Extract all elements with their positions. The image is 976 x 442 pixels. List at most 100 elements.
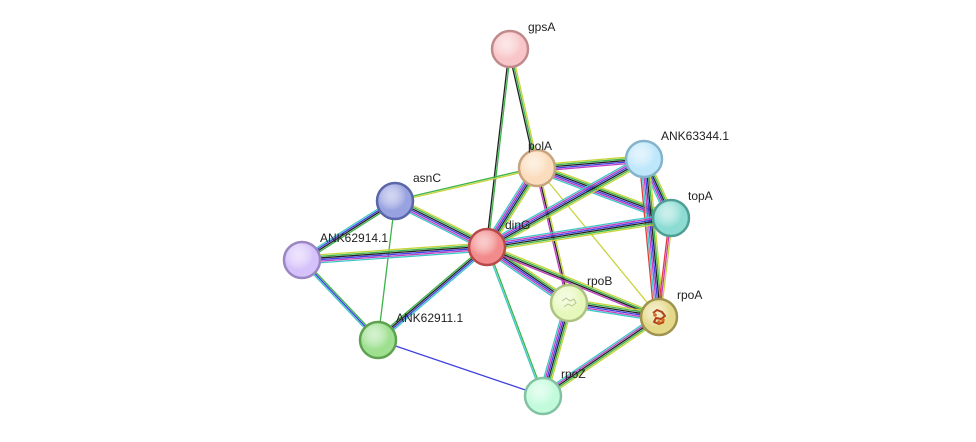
protein-structure-icon bbox=[561, 297, 577, 308]
node-topa[interactable] bbox=[651, 198, 691, 238]
edge-evidence-line bbox=[486, 213, 671, 244]
edge-pola-rpoa[interactable] bbox=[536, 167, 660, 318]
node-label-rpob: rpoB bbox=[587, 274, 612, 288]
edge-evidence-line bbox=[394, 166, 537, 201]
edge-evidence-line bbox=[485, 48, 510, 247]
edge-evidence-line bbox=[486, 214, 671, 246]
edge-ding-rpoz[interactable] bbox=[485, 246, 545, 397]
edge-evidence-line bbox=[302, 250, 488, 265]
edge-evidence-line bbox=[646, 158, 663, 317]
node-ring bbox=[282, 240, 322, 280]
edge-evidence-line bbox=[487, 244, 661, 316]
node-rpoa[interactable] bbox=[639, 297, 679, 337]
edge-evidence-line bbox=[487, 246, 545, 396]
edge-layer bbox=[300, 48, 676, 400]
node-label-gpsa: gpsA bbox=[528, 20, 555, 34]
edge-rpoa-rpoz[interactable] bbox=[540, 313, 662, 400]
edge-evidence-line bbox=[536, 167, 660, 318]
node-pola[interactable] bbox=[517, 148, 557, 188]
node-label-ank62911-1: ANK62911.1 bbox=[396, 311, 463, 325]
node-ring bbox=[639, 297, 679, 337]
node-asnc[interactable] bbox=[375, 181, 415, 221]
edge-evidence-line bbox=[541, 315, 659, 396]
edge-evidence-line bbox=[544, 319, 662, 400]
edge-ank62911-1-ding[interactable] bbox=[376, 244, 489, 343]
node-ring bbox=[490, 29, 530, 69]
edge-evidence-line bbox=[543, 317, 661, 398]
edge-evidence-line bbox=[485, 247, 543, 397]
edge-evidence-line bbox=[484, 154, 643, 245]
edge-ank62914-1-ding[interactable] bbox=[301, 242, 488, 265]
edge-evidence-line bbox=[540, 313, 658, 394]
edge-evidence-line bbox=[644, 158, 662, 317]
edge-evidence-line bbox=[510, 48, 540, 168]
edge-evidence-line bbox=[379, 248, 489, 343]
node-layer bbox=[282, 29, 691, 416]
edge-evidence-line bbox=[487, 160, 646, 250]
edge-evidence-line bbox=[509, 48, 538, 169]
node-label-rpoz: rpoZ bbox=[561, 367, 586, 381]
edge-evidence-line bbox=[485, 156, 644, 246]
edge-evidence-line bbox=[301, 245, 487, 260]
node-ring bbox=[517, 148, 557, 188]
protein-structure-icon bbox=[652, 309, 666, 325]
node-ank62914-1[interactable] bbox=[282, 240, 322, 280]
edge-evidence-line bbox=[377, 245, 487, 340]
edge-evidence-line bbox=[486, 247, 659, 319]
edge-evidence-line bbox=[302, 247, 488, 262]
node-label-ank63344-1: ANK63344.1 bbox=[661, 129, 729, 143]
edge-evidence-line bbox=[641, 159, 659, 318]
edge-evidence-line bbox=[377, 200, 396, 341]
node-ank63344-1[interactable] bbox=[624, 139, 664, 179]
edge-evidence-line bbox=[488, 161, 647, 252]
edge-asnc-ank62911-1[interactable] bbox=[377, 200, 396, 341]
edge-pola-asnc[interactable] bbox=[394, 166, 538, 203]
node-ring bbox=[624, 139, 664, 179]
edge-evidence-line bbox=[487, 49, 512, 248]
edge-evidence-line bbox=[638, 159, 655, 318]
node-ring bbox=[523, 376, 563, 416]
edge-evidence-line bbox=[301, 242, 487, 257]
edge-evidence-line bbox=[487, 218, 672, 249]
node-ring bbox=[651, 198, 691, 238]
edge-evidence-line bbox=[487, 219, 672, 251]
edge-evidence-line bbox=[377, 339, 544, 397]
node-label-ank62914-1: ANK62914.1 bbox=[320, 231, 388, 245]
edge-evidence-line bbox=[487, 159, 645, 249]
node-ring bbox=[375, 181, 415, 221]
edge-evidence-line bbox=[486, 216, 671, 247]
edge-evidence-line bbox=[537, 165, 673, 217]
edge-evidence-line bbox=[486, 157, 644, 247]
edge-evidence-line bbox=[301, 243, 487, 259]
edge-evidence-line bbox=[487, 245, 660, 317]
edge-ank63344-1-ding[interactable] bbox=[484, 154, 647, 252]
node-ank62911-1[interactable] bbox=[358, 320, 398, 360]
edge-evidence-line bbox=[487, 221, 672, 252]
edge-evidence-line bbox=[507, 49, 537, 169]
edge-gpsa-ding[interactable] bbox=[485, 48, 512, 248]
node-rpob[interactable] bbox=[549, 283, 589, 323]
node-label-ding: dinG bbox=[505, 218, 530, 232]
edge-ding-rpoa[interactable] bbox=[485, 244, 661, 320]
edge-evidence-line bbox=[640, 159, 657, 318]
label-layer: gpsA polA ANK63344.1 asnC topA ANK62914.1 dinG… bbox=[320, 20, 729, 381]
node-gpsa[interactable] bbox=[490, 29, 530, 69]
node-label-pola: polA bbox=[528, 139, 552, 153]
node-ring bbox=[549, 283, 589, 323]
node-label-asnc: asnC bbox=[413, 171, 441, 185]
edge-evidence-line bbox=[302, 248, 488, 264]
node-label-topa: topA bbox=[688, 189, 713, 203]
edge-evidence-line bbox=[378, 247, 488, 342]
edge-evidence-line bbox=[643, 158, 660, 318]
node-ring bbox=[467, 227, 507, 267]
node-ding[interactable] bbox=[467, 227, 507, 267]
edge-topa-ding[interactable] bbox=[486, 213, 672, 252]
node-rpoz[interactable] bbox=[523, 376, 563, 416]
edge-ank62911-1-rpoz[interactable] bbox=[377, 339, 544, 397]
edge-evidence-line bbox=[395, 168, 538, 203]
edge-evidence-line bbox=[376, 244, 486, 339]
node-ring bbox=[358, 320, 398, 360]
edge-gpsa-pola[interactable] bbox=[507, 48, 540, 169]
